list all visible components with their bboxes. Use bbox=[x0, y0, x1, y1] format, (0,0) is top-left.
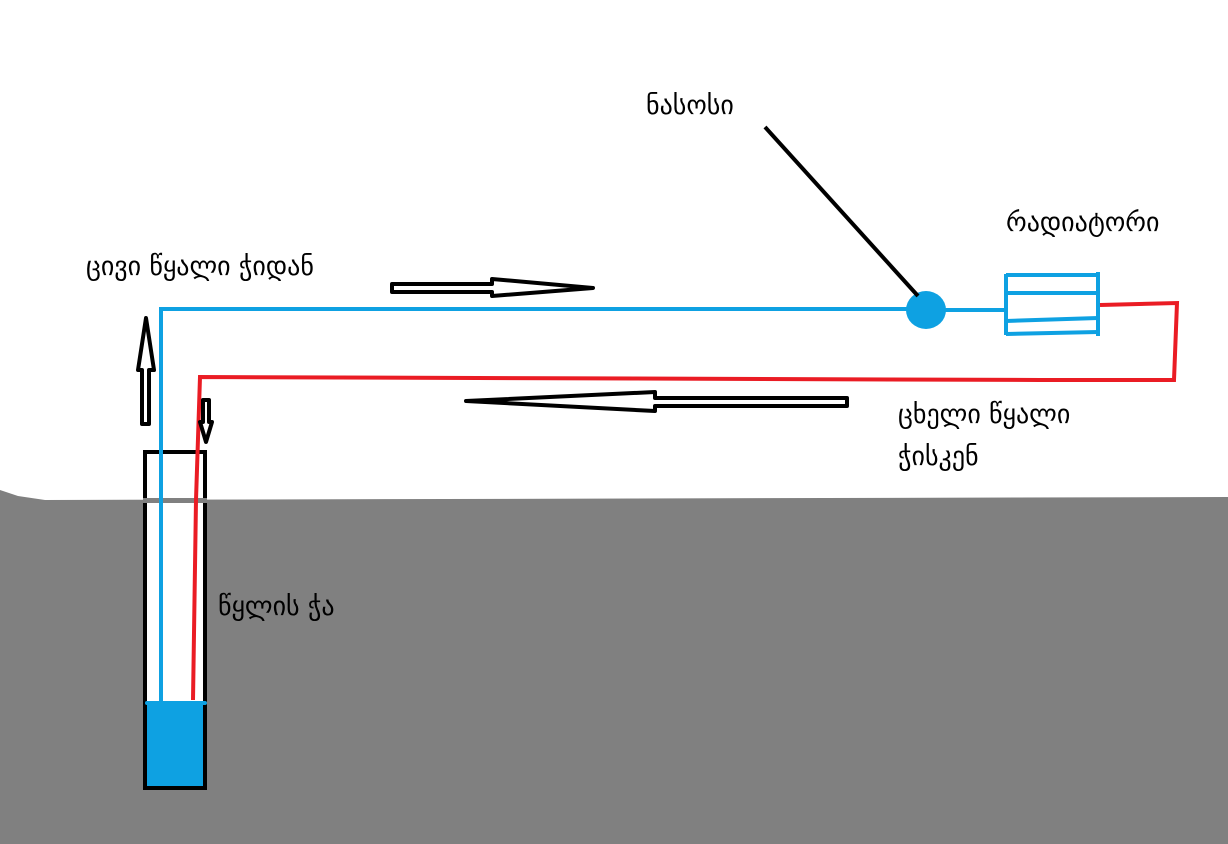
cold-water-from-well-label: ცივი წყალი ჭიდან bbox=[86, 252, 314, 282]
water-well-label: წყლის ჭა bbox=[218, 592, 335, 622]
cold-pipe bbox=[159, 307, 910, 703]
hot-pipe bbox=[191, 300, 1180, 701]
cold-flow-arrow-up bbox=[136, 316, 156, 426]
hot-water-to-well-label-line2: ჭისკენ bbox=[898, 442, 979, 472]
cold-flow-arrow-right bbox=[390, 277, 595, 298]
pump-label: ნასოსი bbox=[646, 91, 734, 121]
well-ground-band bbox=[143, 498, 207, 503]
radiator-label: რადიატორი bbox=[1006, 208, 1160, 238]
pump-icon bbox=[906, 291, 946, 329]
hot-flow-arrow-down bbox=[198, 398, 214, 444]
hot-water-to-well-label-line1: ცხელი წყალი bbox=[898, 400, 1071, 430]
pump-pointer-line bbox=[763, 125, 920, 298]
well-water bbox=[147, 702, 203, 786]
radiator-icon bbox=[1004, 272, 1100, 336]
hot-flow-arrow-left bbox=[464, 390, 849, 413]
ground bbox=[0, 490, 1228, 844]
